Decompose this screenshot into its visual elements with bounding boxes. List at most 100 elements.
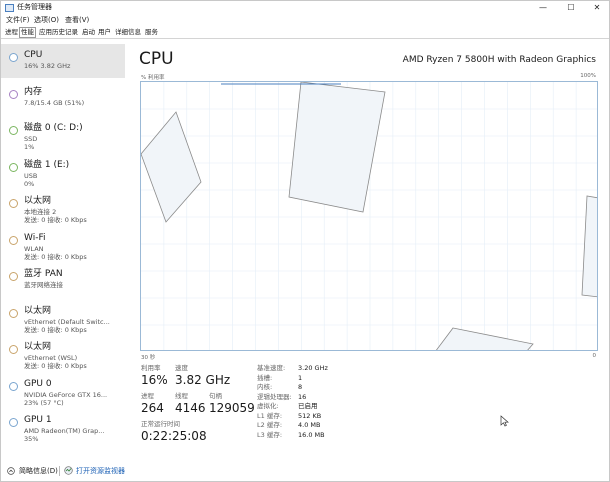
graph-overlay-shape (141, 111, 202, 223)
tab-users[interactable]: 用户 (98, 28, 111, 36)
mouse-cursor-icon (500, 415, 509, 427)
open-resource-monitor-link[interactable]: 打开资源监视器 (76, 467, 125, 475)
spec-value: 已启用 (298, 402, 318, 410)
spec-value: 4.0 MB (298, 421, 321, 429)
tab-services[interactable]: 服务 (145, 28, 158, 36)
graph-grid (141, 82, 597, 350)
spec-value: 16.0 MB (298, 430, 325, 439)
menu-file[interactable]: 文件(F) (6, 16, 30, 24)
maximize-button[interactable]: ☐ (567, 3, 575, 12)
window-title: 任务管理器 (17, 3, 52, 11)
sidebar-item-ethernet-wsl[interactable]: 以太网 vEthernet (WSL)发送: 0 接收: 0 Kbps (1, 336, 125, 370)
sidebar-item-title: 蓝牙 PAN (24, 269, 63, 279)
menu-bar: 文件(F) 选项(O) 查看(V) (1, 15, 609, 26)
task-manager-app-icon (5, 4, 14, 12)
resource-monitor-icon[interactable] (64, 466, 73, 475)
cpu-detail-pane: CPU AMD Ryzen 7 5800H with Radeon Graphi… (131, 41, 601, 461)
threads-label: 线程 (175, 392, 188, 400)
sidebar-item-title: GPU 1 (24, 415, 52, 425)
sidebar-item-detail: SSD (24, 135, 38, 143)
sidebar-item-usage: 发送: 0 接收: 0 Kbps (24, 216, 87, 224)
graph-overlay-shape (288, 82, 386, 213)
spec-label: 基准速度: (257, 364, 286, 372)
sidebar-item-bluetooth-pan[interactable]: 蓝牙 PAN 蓝牙网络连接 (1, 263, 125, 297)
usage-ring-icon (9, 199, 18, 208)
utilization-label: 利用率 (141, 364, 161, 372)
bottom-bar: 简略信息(D) 打开资源监视器 (1, 463, 609, 481)
graph-zero-label: 0 (592, 353, 597, 359)
handles-value: 129059 (209, 401, 255, 415)
tab-processes[interactable]: 进程 (5, 28, 18, 36)
usage-ring-icon (9, 418, 18, 427)
threads-value: 4146 (175, 401, 206, 415)
graph-overlay-shape (436, 327, 534, 350)
graph-overlay-shape (581, 195, 597, 298)
sidebar-item-detail: USB (24, 171, 38, 180)
spec-label: 插槽: (257, 373, 273, 382)
sidebar-item-detail: 16% 3.82 GHz (24, 62, 71, 70)
processes-label: 进程 (141, 392, 154, 400)
processes-value: 264 (141, 401, 164, 415)
menu-view[interactable]: 查看(V) (65, 16, 90, 24)
usage-ring-icon (9, 272, 18, 281)
divider (59, 466, 60, 476)
tab-details[interactable]: 详细信息 (115, 28, 141, 36)
sidebar-item-usage: 23% (57 °C) (24, 398, 64, 407)
sidebar-item-cpu[interactable]: CPU 16% 3.82 GHz (1, 44, 125, 78)
sidebar-item-detail: AMD Radeon(TM) Grap... (24, 427, 105, 435)
tab-performance[interactable]: 性能 (19, 27, 36, 38)
sidebar-item-detail: 7.8/15.4 GB (51%) (24, 98, 85, 107)
spec-value: 16 (298, 392, 307, 401)
menu-options[interactable]: 选项(O) (34, 16, 59, 24)
sidebar-item-title: Wi-Fi (24, 232, 46, 243)
tab-bar: 进程 性能 应用历史记录 启动 用户 详细信息 服务 (1, 27, 609, 39)
speed-value: 3.82 GHz (175, 373, 231, 387)
usage-ring-icon (9, 126, 18, 135)
sidebar-item-detail: 蓝牙网络连接 (24, 281, 63, 289)
sidebar-item-detail: NVIDIA GeForce GTX 16... (24, 390, 108, 399)
close-button[interactable]: ✕ (593, 3, 601, 12)
sidebar-item-detail: vEthernet (Default Switc... (24, 317, 110, 326)
sidebar-item-usage: 0% (24, 179, 35, 188)
spec-value: 512 KB (298, 411, 322, 420)
usage-ring-icon (9, 162, 18, 172)
graph-axis-label: % 利用率 (141, 75, 165, 81)
minimize-button[interactable]: — (539, 3, 547, 12)
spec-label: 内核: (257, 383, 273, 391)
tab-startup[interactable]: 启动 (82, 28, 95, 36)
sidebar-item-title: GPU 0 (24, 378, 52, 389)
sidebar-item-title: CPU (24, 50, 43, 60)
sidebar-item-title: 以太网 (24, 305, 52, 316)
sidebar-item-detail: vEthernet (WSL) (24, 354, 78, 362)
usage-ring-icon (9, 345, 18, 354)
sidebar-item-title: 磁盘 1 (E:) (24, 159, 70, 170)
sidebar-item-title: 以太网 (24, 342, 52, 352)
sidebar-item-detail: 本地连接 2 (24, 208, 57, 216)
spec-label: 逻辑处理器: (257, 392, 292, 401)
handles-label: 句柄 (209, 392, 222, 400)
cpu-graph-canvas (141, 82, 597, 350)
title-bar: 任务管理器 — ☐ ✕ (1, 1, 609, 15)
page-title: CPU (139, 49, 174, 69)
spec-value: 8 (298, 383, 303, 391)
tab-app-history[interactable]: 应用历史记录 (39, 28, 78, 36)
graph-time-label: 30 秒 (141, 355, 156, 361)
less-details-button[interactable]: 简略信息(D) (19, 467, 58, 475)
graph-max-label: 100% (580, 73, 596, 79)
utilization-value: 16% (141, 373, 168, 387)
sidebar-item-detail: WLAN (24, 244, 44, 253)
chevron-up-icon[interactable] (7, 467, 15, 475)
spec-value: 1 (298, 373, 303, 382)
sidebar-item-usage: 发送: 0 接收: 0 Kbps (24, 362, 87, 370)
cpu-model-name: AMD Ryzen 7 5800H with Radeon Graphics (402, 55, 596, 65)
speed-label: 速度 (175, 364, 188, 372)
